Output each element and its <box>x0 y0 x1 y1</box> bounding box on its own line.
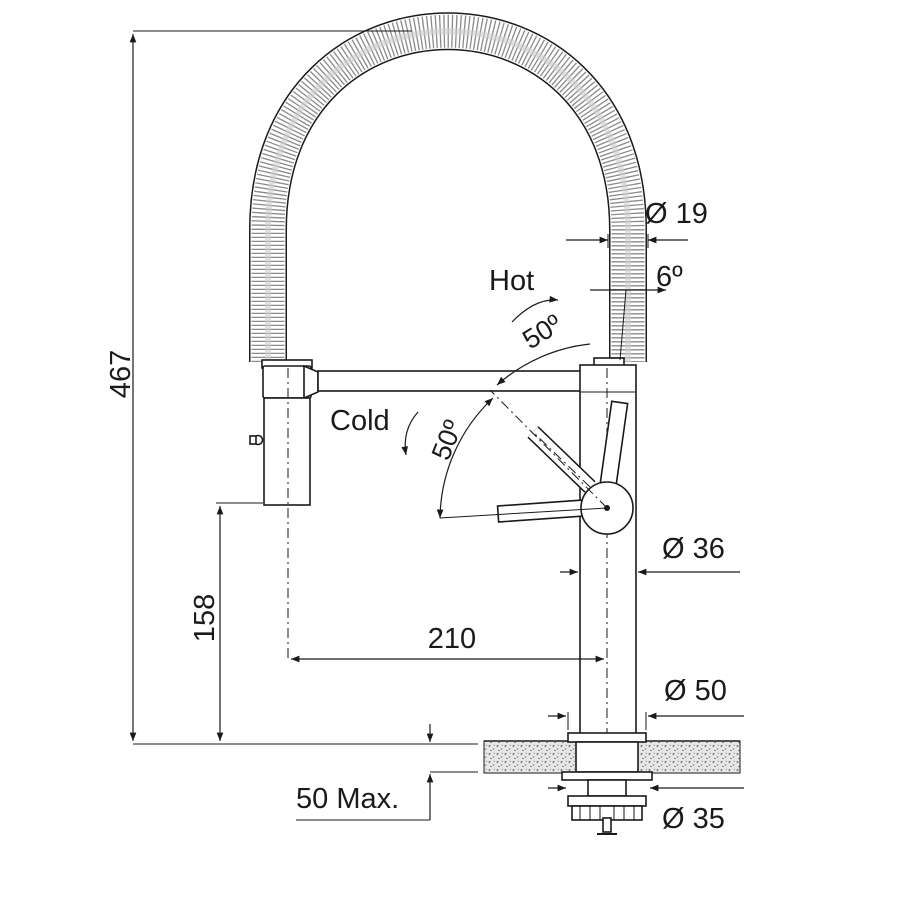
total-height-label: 467 <box>105 350 137 398</box>
spout-height-label: 158 <box>189 594 221 642</box>
shank-diameter-label: Ø 35 <box>662 803 725 835</box>
hot-angle-label: 50º <box>517 308 567 355</box>
hose <box>249 12 647 362</box>
hot-arrow-icon <box>511 295 559 323</box>
cold-arrow-icon <box>401 411 419 456</box>
hot-label: Hot <box>489 265 534 297</box>
base-diameter-label: Ø 50 <box>664 675 727 707</box>
cold-angle-arc <box>436 397 494 519</box>
faucet-body <box>579 364 637 738</box>
reach-label: 210 <box>428 623 476 655</box>
mounting-base <box>561 732 653 835</box>
hot-angle-arc <box>496 343 591 386</box>
hose-angle-label: 6º <box>656 261 683 293</box>
hose-diameter-label: Ø 19 <box>645 198 708 230</box>
spray-head <box>249 364 319 506</box>
body-diameter-label: Ø 36 <box>662 533 725 565</box>
spout-arm <box>317 370 583 392</box>
lever <box>496 400 634 535</box>
max-thickness-label: 50 Max. <box>296 783 399 815</box>
cold-label: Cold <box>330 405 390 437</box>
cold-angle-label: 50º <box>426 416 469 464</box>
